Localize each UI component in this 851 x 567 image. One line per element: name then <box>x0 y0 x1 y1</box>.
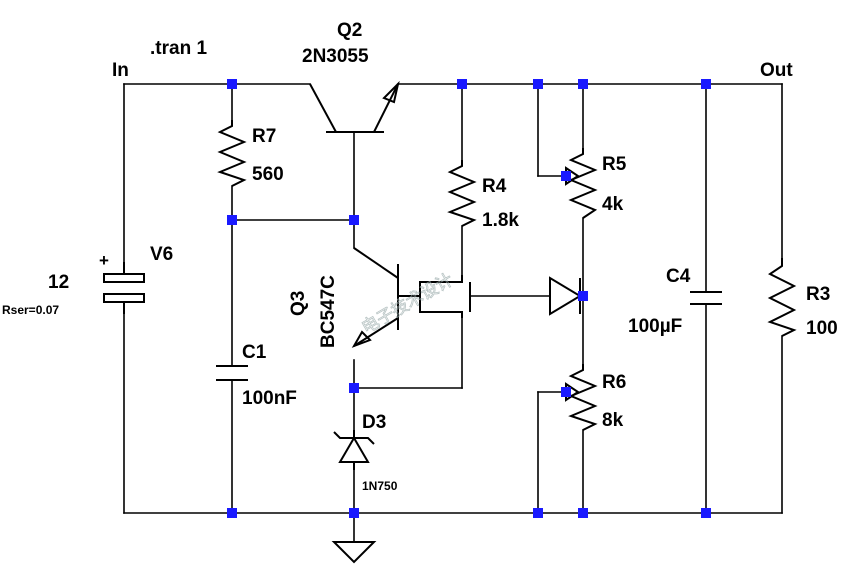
q3-transistor-symbol <box>351 247 471 348</box>
ground-symbol <box>331 541 377 564</box>
r7-resistor <box>217 120 247 187</box>
r3-resistor <box>767 258 797 337</box>
directive-label: .tran 1 <box>150 38 207 59</box>
c1-ref: C1 <box>242 342 267 363</box>
r4-ref: R4 <box>482 176 507 197</box>
c4-capacitor <box>690 291 722 305</box>
junction-dot <box>701 508 711 518</box>
r4-resistor <box>447 160 477 227</box>
junction-dot <box>349 215 359 225</box>
r3-value: 100 <box>806 318 838 339</box>
v6-ref: V6 <box>150 244 173 265</box>
r4-value: 1.8k <box>482 210 519 231</box>
r7-value: 560 <box>252 164 284 185</box>
diode-symbol <box>549 276 582 316</box>
v6-battery <box>103 262 145 314</box>
v6-value: 12 <box>48 272 69 293</box>
net-label-in: In <box>112 60 129 81</box>
junction-dot <box>227 215 237 225</box>
q2-ref: Q2 <box>337 20 362 41</box>
q3-value: BC547C <box>318 275 339 348</box>
v6-param: Rser=0.07 <box>2 303 59 317</box>
q2-value: 2N3055 <box>302 46 369 67</box>
d3-ref: D3 <box>362 412 386 433</box>
junction-dot <box>227 79 237 89</box>
junction-dot <box>578 291 588 301</box>
net-label-out: Out <box>760 60 793 81</box>
c4-value: 100µF <box>628 316 682 337</box>
c1-value: 100nF <box>242 388 297 409</box>
q3-ref: Q3 <box>288 291 309 316</box>
r6-resistor <box>568 364 598 431</box>
junction-dot <box>457 79 467 89</box>
junction-dot <box>349 383 359 393</box>
d3-value: 1N750 <box>362 479 398 493</box>
junction-dot <box>227 508 237 518</box>
d3-zener-diode <box>333 430 375 470</box>
junction-dot <box>701 79 711 89</box>
c1-capacitor <box>216 365 248 381</box>
junction-dot <box>349 508 359 518</box>
junction-dot <box>578 508 588 518</box>
r5-resistor <box>568 148 598 219</box>
q2-transistor-symbol <box>309 80 400 133</box>
junction-dot <box>561 387 571 397</box>
r6-ref: R6 <box>602 372 626 393</box>
junction-dot <box>533 79 543 89</box>
r7-ref: R7 <box>252 126 276 147</box>
junction-dot <box>533 508 543 518</box>
junction-dot <box>561 171 571 181</box>
r3-ref: R3 <box>806 284 830 305</box>
watermark-text: 电子技术设计 <box>359 270 457 338</box>
r5-ref: R5 <box>602 154 627 175</box>
v6-plus-sign: + <box>99 251 109 270</box>
junctions <box>227 79 711 518</box>
r6-value: 8k <box>602 410 624 431</box>
r5-value: 4k <box>602 194 624 215</box>
c4-ref: C4 <box>666 266 691 287</box>
junction-dot <box>578 79 588 89</box>
